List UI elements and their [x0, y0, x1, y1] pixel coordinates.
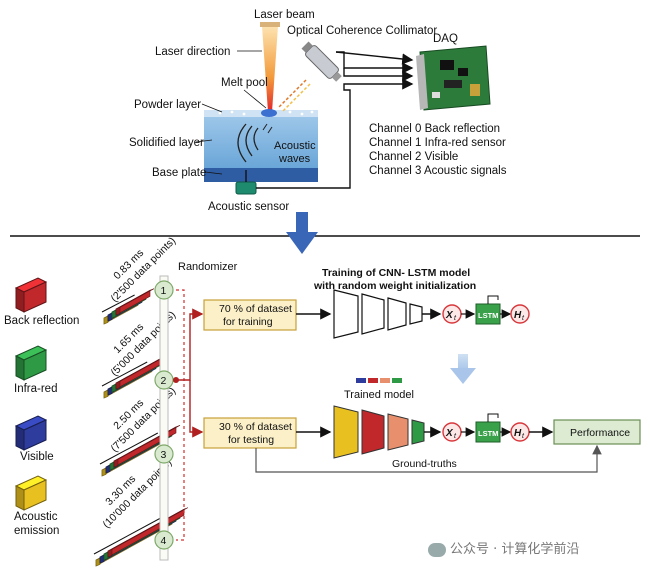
testing-box-line-1: 30 % of dataset — [219, 421, 292, 433]
testing-dataset-box — [203, 417, 297, 449]
base-plate — [204, 168, 318, 182]
cnn-trained-layers — [333, 405, 425, 459]
collimator-label: Optical Coherence Collimator — [287, 25, 437, 37]
watermark-text: 公众号 · 计算化学前沿 — [450, 542, 580, 557]
randomizer-nodes: 1 2 3 4 — [154, 280, 174, 550]
training-xt-node: X t — [442, 304, 462, 324]
down-arrow-icon — [286, 212, 318, 254]
laser-head — [260, 22, 280, 27]
legend-back-reflection-label: Back reflection — [4, 315, 79, 327]
testing-box-line-2: for testing — [228, 434, 274, 446]
randomizer-node-1: 1 — [154, 280, 174, 300]
legend-acoustic-label-2: emission — [14, 525, 59, 537]
training-dataset-box — [203, 299, 297, 331]
performance-box — [553, 419, 641, 445]
cnn-untrained-layers — [333, 289, 423, 339]
svg-text:3: 3 — [161, 449, 167, 461]
acoustic-waves-label-2: waves — [278, 153, 311, 165]
legend-cube-blue — [14, 415, 48, 451]
laser-beam-label: Laser beam — [254, 9, 315, 21]
powder-layer-label: Powder layer — [134, 99, 201, 111]
melt-pool — [261, 109, 277, 117]
acoustic-sensor — [235, 181, 257, 195]
am-setup-illustration — [204, 22, 491, 195]
svg-text:t: t — [454, 433, 457, 440]
acoustic-sensor-label: Acoustic sensor — [208, 201, 289, 213]
testing-xt-node: X t — [442, 422, 462, 442]
training-box-line-2: for training — [223, 316, 273, 328]
collimator-icon — [301, 41, 342, 82]
training-lstm-label: LSTM — [478, 311, 498, 320]
legend-cube-green — [14, 345, 48, 381]
svg-text:H: H — [514, 310, 522, 321]
wechat-icon — [428, 542, 446, 557]
signal-window-3 — [99, 425, 181, 477]
channel-0-label: Channel 0 Back reflection — [369, 123, 500, 135]
legend-cube-red — [14, 277, 48, 313]
svg-text:t: t — [522, 315, 525, 322]
laser-direction-label: Laser direction — [155, 46, 230, 58]
channel-3-label: Channel 3 Acoustic signals — [369, 165, 507, 177]
training-box-line-1: 70 % of dataset — [219, 303, 292, 315]
legend-visible-label: Visible — [20, 451, 54, 463]
watermark: 公众号 · 计算化学前沿 — [428, 538, 579, 557]
testing-ht-node: H t — [510, 422, 530, 442]
legend-acoustic-label-1: Acoustic — [14, 511, 58, 523]
svg-text:X: X — [445, 310, 454, 321]
trained-model-legend — [356, 378, 402, 383]
ground-truths-path — [255, 444, 602, 473]
transfer-arrow-icon — [450, 354, 476, 384]
solidified-layer-label: Solidified layer — [129, 137, 204, 149]
melt-pool-label: Melt pool — [221, 77, 268, 89]
window-1-bar-red — [115, 288, 155, 316]
channel-2-label: Channel 2 Visible — [369, 151, 458, 163]
powder-layer-band — [204, 110, 318, 117]
randomizer-links — [176, 308, 204, 438]
svg-text:2: 2 — [161, 375, 167, 387]
ground-truths-label: Ground-truths — [392, 458, 457, 470]
trained-model-label: Trained model — [344, 389, 414, 401]
window-2-bar-red — [115, 354, 169, 390]
base-plate-label: Base plate — [152, 167, 206, 179]
performance-label: Performance — [570, 427, 630, 439]
svg-text:X: X — [445, 428, 454, 439]
training-title-2: with random weight initialization — [313, 280, 476, 292]
randomizer-title: Randomizer — [178, 261, 238, 273]
legend-infra-red-label: Infra-red — [14, 383, 57, 395]
training-ht-node: H t — [510, 304, 530, 324]
training-title-1: Training of CNN- LSTM model — [322, 267, 470, 279]
acoustic-waves-label-1: Acoustic — [274, 140, 316, 152]
svg-text:t: t — [522, 433, 525, 440]
randomizer-node-4: 4 — [154, 530, 174, 550]
svg-text:H: H — [514, 428, 522, 439]
randomizer-node-3: 3 — [154, 444, 174, 464]
randomizer-node-2: 2 — [154, 370, 174, 390]
channel-1-label: Channel 1 Infra-red sensor — [369, 137, 506, 149]
randomizer-dashed-link — [176, 289, 185, 541]
acoustic-waves-icon — [237, 123, 259, 163]
laser-beam-cone — [262, 26, 278, 112]
legend-cube-yellow — [14, 475, 48, 511]
signal-legend — [14, 277, 48, 511]
daq-label: DAQ — [433, 33, 458, 45]
daq-input-arrows — [245, 51, 412, 189]
svg-text:4: 4 — [161, 535, 167, 547]
testing-lstm-label: LSTM — [478, 429, 498, 438]
signal-window-1 — [101, 288, 155, 325]
daq-board-icon — [416, 45, 491, 111]
solidified-layer-block — [204, 114, 318, 168]
svg-text:1: 1 — [161, 285, 167, 297]
svg-text:t: t — [454, 315, 457, 322]
randomizer-bar — [159, 275, 169, 561]
